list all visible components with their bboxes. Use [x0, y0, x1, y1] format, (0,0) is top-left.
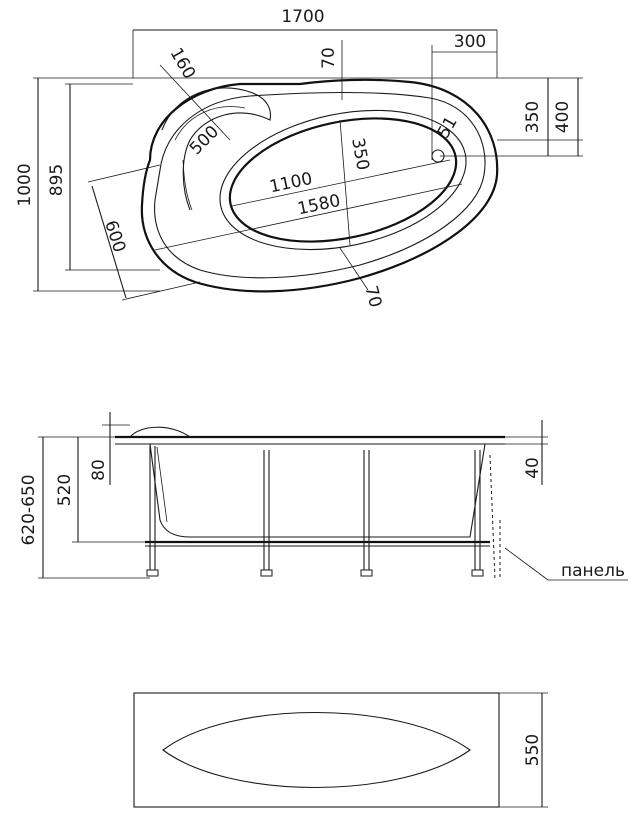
support-legs: [146, 446, 484, 577]
top-view: 1700 300 70 350 400 1000 895: [15, 7, 583, 310]
panel-height-label: 550: [523, 734, 543, 766]
side-view: 620-650 520 80 40 панель: [19, 412, 628, 581]
front-panel: [133, 692, 500, 808]
inner-length-label: 1580: [296, 191, 342, 220]
rim-40-label: 40: [523, 457, 543, 479]
rim-top-label: 70: [319, 47, 339, 69]
panel-label: панель: [561, 561, 625, 581]
height-895-label: 895: [47, 164, 67, 196]
tub-body: [149, 443, 486, 538]
side-width-label: 600: [100, 218, 129, 255]
panel-lens-shape: [162, 712, 471, 788]
headrest-outline: [161, 87, 272, 211]
overflow-hole: [431, 149, 445, 163]
panel-leader-line: [504, 547, 549, 581]
depth-400-right-label: 400: [553, 101, 573, 133]
rim-bottom-label: 70: [360, 284, 385, 310]
tub-inner-rim: [154, 91, 486, 279]
bowl-inner-ellipse: [228, 117, 458, 243]
panel-view: 550: [133, 692, 548, 808]
bowl-length-label: 1100: [268, 169, 314, 198]
depth-350-right-label: 350: [523, 101, 543, 133]
overflow-offset-label: 300: [454, 32, 486, 52]
tub-depth-label: 520: [55, 474, 75, 506]
total-height-label: 620-650: [19, 474, 39, 545]
rim-80-label: 80: [89, 459, 109, 481]
length-label: 1700: [281, 7, 324, 27]
tub-outer-rim: [140, 78, 499, 293]
bowl-width-label: 350: [347, 136, 372, 171]
headrest-radius-label: 500: [186, 122, 223, 159]
panel-outline: [489, 454, 496, 581]
height-1000-label: 1000: [15, 163, 35, 206]
